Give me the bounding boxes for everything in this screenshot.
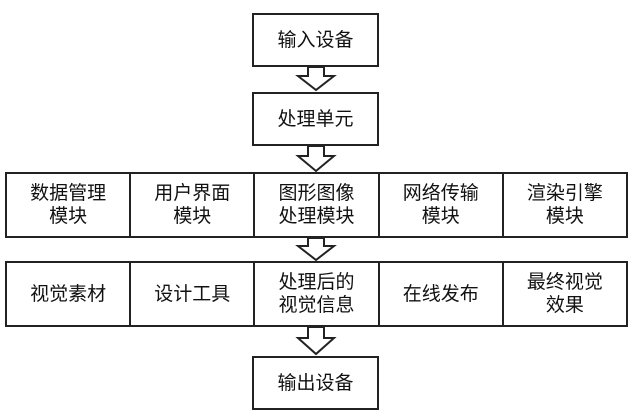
design-tools: 设计工具 <box>131 263 256 325</box>
processed-visual-info: 处理后的 视觉信息 <box>255 263 380 325</box>
final-visual-effect: 最终视觉 效果 <box>526 271 603 316</box>
input-device-box: 输入设备 <box>252 13 379 67</box>
module-data-management: 数据管理 模块 <box>7 174 132 236</box>
down-arrow-4 <box>295 326 337 356</box>
module-graphics-processing: 图形图像 处理模块 <box>255 174 380 236</box>
visual-materials: 视觉素材 <box>7 263 132 325</box>
module-user-interface: 用户界面 模块 <box>131 174 256 236</box>
down-arrow-2 <box>295 145 337 173</box>
down-arrow-1 <box>295 66 337 92</box>
output-device-box: 输出设备 <box>252 356 379 410</box>
online-publishing: 在线发布 <box>380 263 504 325</box>
module-network-transfer: 网络传输 模块 <box>380 174 504 236</box>
module-render-engine: 渲染引擎 模块 <box>526 182 603 227</box>
down-arrow-3 <box>295 237 337 262</box>
